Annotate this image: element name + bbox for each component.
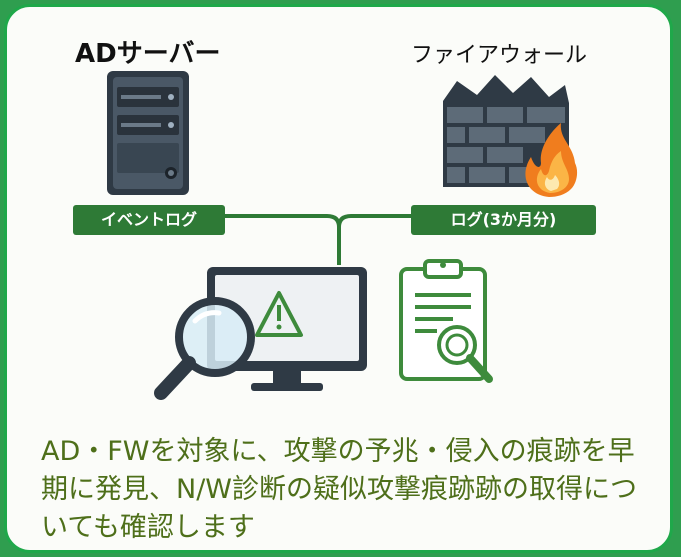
firewall-title: ファイアウォール <box>411 43 588 68</box>
firewall-log-label: ログ(3か月分) <box>411 205 596 235</box>
clipboard-report-icon <box>399 259 493 383</box>
description-text: AD・FWを対象に、攻撃の予兆・侵入の痕跡を早期に発見、N/W診断の疑似攻撃痕跡… <box>41 436 637 543</box>
connector-lines <box>225 214 411 265</box>
diagram-card: ADサーバー ファイアウォール イベントログ ログ(3か月分) <box>4 4 673 553</box>
magnifier-icon <box>154 297 255 400</box>
server-icon <box>107 71 189 195</box>
ad-server-title: ADサーバー <box>75 39 221 69</box>
firewall-icon <box>443 75 578 197</box>
event-log-label: イベントログ <box>73 205 225 235</box>
